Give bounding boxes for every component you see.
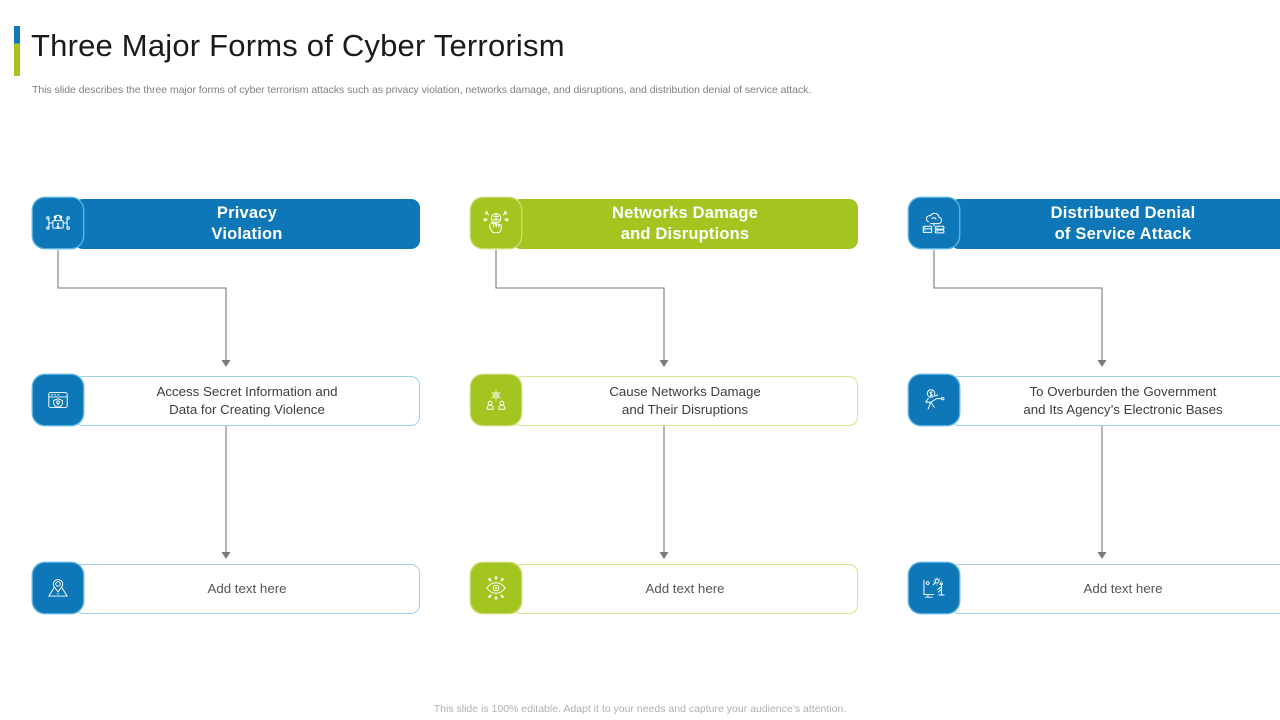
body-card-bot-2-label: Add text here — [1083, 581, 1163, 597]
connector-lines-column-2 — [933, 250, 1107, 559]
connector-lines-column-1 — [495, 250, 669, 559]
hacker-hood-icon — [33, 563, 83, 613]
body-card-bot-0-label: Add text here — [207, 581, 287, 597]
card-row-bot-1: Add text here — [460, 563, 860, 614]
body-card-bot-1[interactable]: Add text here — [512, 564, 858, 614]
connector-lines-column-0 — [57, 250, 231, 559]
card-row-bot-2: Add text here — [898, 563, 1280, 614]
gear-users-icon — [471, 375, 521, 425]
monitor-network-icon — [909, 563, 959, 613]
cloud-server-icon — [909, 198, 959, 248]
money-drain-icon — [909, 375, 959, 425]
title-accent-bar — [14, 26, 20, 76]
body-card-bot-0[interactable]: Add text here — [74, 564, 420, 614]
page-title: Three Major Forms of Cyber Terrorism — [31, 28, 565, 63]
slide-footer-note: This slide is 100% editable. Adapt it to… — [433, 703, 847, 715]
padlock-network-icon — [33, 198, 83, 248]
body-card-bot-1-label: Add text here — [645, 581, 725, 597]
hand-network-icon — [471, 198, 521, 248]
eye-surveillance-icon — [471, 563, 521, 613]
body-card-bot-2[interactable]: Add text here — [950, 564, 1280, 614]
page-subtitle: This slide describes the three major for… — [32, 84, 812, 96]
card-row-bot-0: Add text here — [22, 563, 422, 614]
browser-shield-icon — [33, 375, 83, 425]
